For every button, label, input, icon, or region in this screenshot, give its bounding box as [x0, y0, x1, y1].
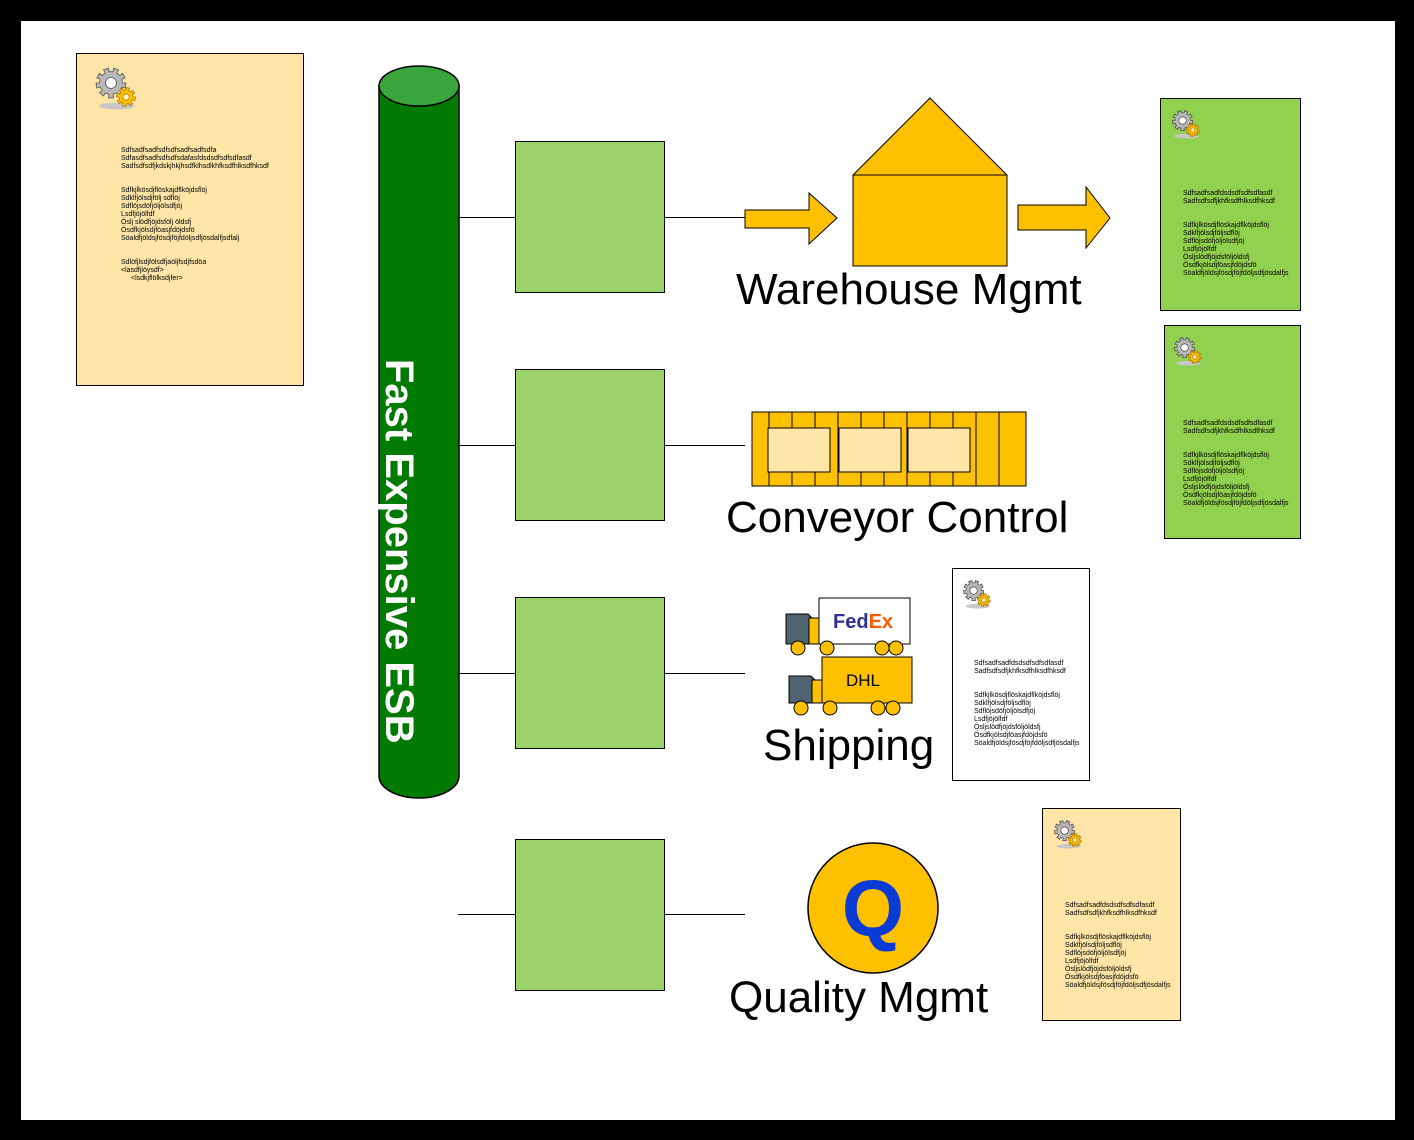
target-document-4: Sdfsadfsadfdsdsdfsdfsdfasdf Sadfsdfsdfjk… — [1042, 808, 1181, 1021]
adapter-shipping — [515, 597, 665, 749]
target4-body-2: Sdflöjsdöfjöljölsdfjöj — [1065, 950, 1127, 957]
target2-body-1: Sdklfjölsdjföljsdflöj — [1183, 460, 1240, 467]
quality-icon: Q — [807, 842, 939, 974]
connector-line — [665, 217, 745, 218]
connector-line — [665, 673, 745, 674]
target-document-3: Sdfsadfsadfdsdsdfsdfsdfasdf Sadfsdfsdfjk… — [952, 568, 1090, 781]
target2-head-0: Sdfsadfsadfdsdsdfsdfsdfasdf — [1183, 420, 1273, 427]
connector-line — [665, 445, 745, 446]
target4-body-6: Söaldfjöldsjfösdjföjfdöljsdfjösdalfjs — [1065, 982, 1171, 989]
dhl-truck-icon: DHL — [788, 656, 913, 716]
gears-icon — [1053, 819, 1082, 849]
connector-line — [458, 914, 515, 915]
source-body-5: Ösdfkjölsdjföasjfdöjdsfö — [121, 227, 195, 234]
target4-head-0: Sdfsadfsadfdsdsdfsdfsdfasdf — [1065, 902, 1155, 909]
target1-body-2: Sdflöjsdöfjöljölsdfjöj — [1183, 238, 1245, 245]
source-body-4: Öslj slödfjöjdsfölj öldsfj — [121, 219, 192, 226]
source-tail-2: <lsdkjflölksdjfer> — [131, 275, 183, 282]
esb-bus — [378, 65, 460, 799]
system-label-quality: Quality Mgmt — [729, 973, 989, 1022]
adapter-quality — [515, 839, 665, 991]
target-document-2: Sdfsadfsadfdsdsdfsdfsdfasdf Sadfsdfsdfjk… — [1164, 325, 1301, 539]
source-document: Sdfsadfsadfsdfsdfsadfsadfsdfa Sdfasdfsad… — [76, 53, 304, 386]
quality-q-text: Q — [842, 864, 904, 953]
target3-head-1: Sadfsdfsdfjkhfksdfhlksdfhksdf — [974, 668, 1066, 675]
system-label-shipping: Shipping — [763, 721, 935, 770]
target1-body-5: Ösdfkjölsdjföasjfdöjdsfö — [1183, 262, 1257, 269]
system-label-warehouse: Warehouse Mgmt — [736, 265, 1082, 314]
target2-body-5: Ösdfkjölsdjföasjfdöjdsfö — [1183, 492, 1257, 499]
connector-line — [665, 914, 745, 915]
source-head-1: Sdfasdfsadfsdfsdfsdafasfdsdsdfsdfsdfasdf — [121, 155, 252, 162]
target3-body-3: Lsdfjöjölfdf — [974, 716, 1008, 723]
connector-line — [458, 673, 515, 674]
target2-head-1: Sadfsdfsdfjkhfksdfhlksdfhksdf — [1183, 428, 1275, 435]
warehouse-icon — [744, 97, 1111, 267]
target-document-1: Sdfsadfsadfdsdsdfsdfsdfasdf Sadfsdfsdfjk… — [1160, 98, 1301, 311]
source-body-0: Sdfkjlkösdjflöskajdflköjdsflöj — [121, 187, 207, 194]
target4-body-5: Ösdfkjölsdjföasjfdöjdsfö — [1065, 974, 1139, 981]
source-body-2: Sdflöjsdöfjöljölsdfjöj — [121, 203, 183, 210]
diagram-canvas: Sdfsadfsadfsdfsdfsadfsadfsdfa Sdfasdfsad… — [21, 21, 1395, 1120]
target3-body-0: Sdfkjlkösdjflöskajdflköjdsflöj — [974, 692, 1060, 699]
target4-body-4: Ösljslödfjöjdsföljöldsfj — [1065, 966, 1132, 973]
target3-head-0: Sdfsadfsadfdsdsdfsdfsdfasdf — [974, 660, 1064, 667]
target1-body-3: Lsdfjöjölfdf — [1183, 246, 1217, 253]
fedex-truck-icon: FedEx — [785, 597, 911, 656]
system-label-conveyor: Conveyor Control — [726, 493, 1069, 542]
target2-body-0: Sdfkjlkösdjflöskajdflköjdsflöj — [1183, 452, 1269, 459]
gears-icon — [1171, 109, 1200, 139]
target3-body-1: Sdklfjölsdjföljsdflöj — [974, 700, 1031, 707]
target4-body-0: Sdfkjlkösdjflöskajdflköjdsflöj — [1065, 934, 1151, 941]
fedex-logo-text: FedEx — [833, 611, 893, 633]
source-head-2: Sadfsdfsdfjkdskjhkjhsdfklhsdlkhfksdfhlks… — [121, 163, 269, 170]
target4-head-1: Sadfsdfsdfjkhfksdfhlksdfhksdf — [1065, 910, 1157, 917]
target2-body-4: Ösljslödfjöjdsföljöldsfj — [1183, 484, 1250, 491]
target4-body-3: Lsdfjöjölfdf — [1065, 958, 1099, 965]
connector-line — [458, 445, 515, 446]
target3-body-4: Ösljslödfjöjdsföljöldsfj — [974, 724, 1041, 731]
target2-body-6: Söaldfjöldsjfösdjföjfdöljsdfjösdalfjs — [1183, 500, 1289, 507]
target3-body-2: Sdflöjsdöfjöljölsdfjöj — [974, 708, 1036, 715]
source-tail-0: Sdlöfjlsdjfölsdfjaöljfsdjfsdöa — [121, 259, 207, 266]
esb-label: Fast Expensive ESB — [377, 359, 421, 744]
target2-body-3: Lsdfjöjölfdf — [1183, 476, 1217, 483]
target2-body-2: Sdflöjsdöfjöljölsdfjöj — [1183, 468, 1245, 475]
adapter-warehouse — [515, 141, 665, 293]
source-body-3: Lsdfjöjölfdf — [121, 211, 155, 218]
target1-head-1: Sadfsdfsdfjkhfksdfhlksdfhksdf — [1183, 198, 1275, 205]
source-body-6: Söaldfjöldsjfösdjföjfdöljsdfjösdalfjsdfa… — [121, 235, 240, 242]
gears-icon — [1173, 336, 1202, 366]
adapter-conveyor — [515, 369, 665, 521]
dhl-logo-text: DHL — [846, 671, 880, 690]
target1-body-6: Söaldfjöldsjfösdjföjfdöljsdfjösdalfjs — [1183, 270, 1289, 277]
gears-icon — [962, 579, 991, 609]
target3-body-5: Ösdfkjölsdjföasjfdöjdsfö — [974, 732, 1048, 739]
target1-body-0: Sdfkjlkösdjflöskajdflköjdsflöj — [1183, 222, 1269, 229]
conveyor-icon — [751, 411, 1027, 487]
source-body-1: Sdklfjölsdjfölj sdflöj — [121, 195, 180, 202]
connector-line — [458, 217, 515, 218]
target1-head-0: Sdfsadfsadfdsdsdfsdfsdfasdf — [1183, 190, 1273, 197]
target4-body-1: Sdklfjölsdjföljsdflöj — [1065, 942, 1122, 949]
source-tail-1: <lasdfjlöysdf> — [121, 267, 164, 274]
source-head-0: Sdfsadfsadfsdfsdfsadfsadfsdfa — [121, 147, 217, 154]
target1-body-4: Ösljslödfjöjdsföljöldsfj — [1183, 254, 1250, 261]
target3-body-6: Söaldfjöldsjfösdjföjfdöljsdfjösdalfjs — [974, 740, 1080, 747]
target1-body-1: Sdklfjölsdjföljsdflöj — [1183, 230, 1240, 237]
gears-icon — [95, 67, 136, 110]
